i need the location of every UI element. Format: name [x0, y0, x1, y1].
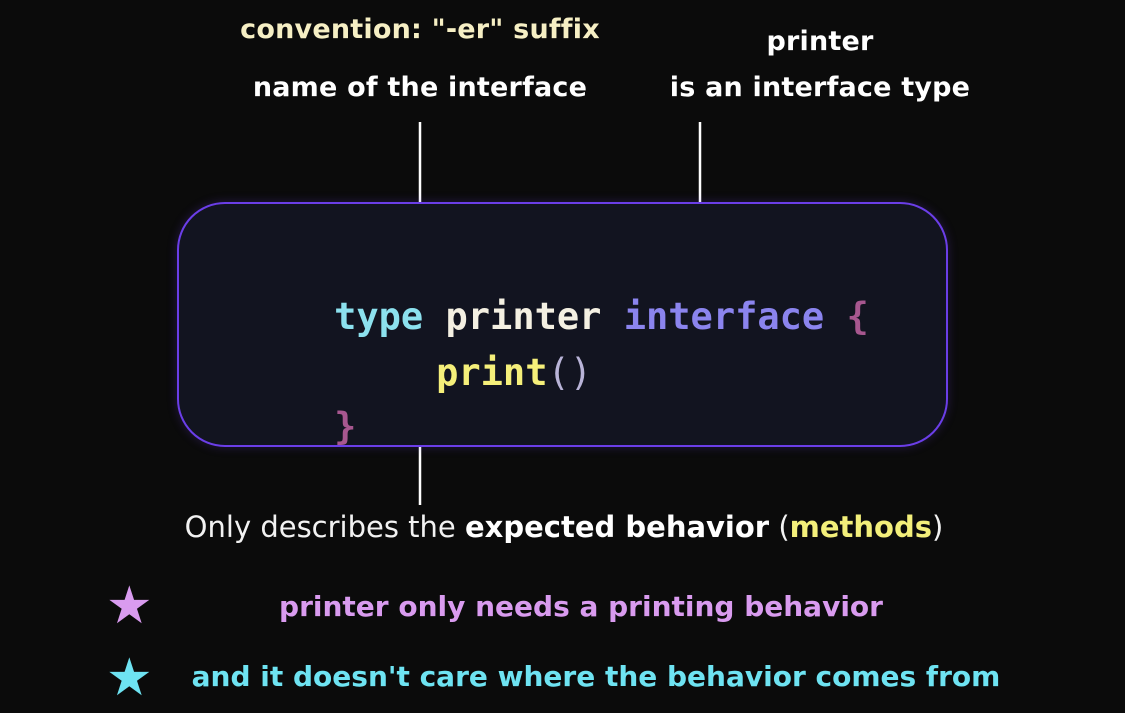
bullet-text-1: printer only needs a printing behavior: [279, 590, 883, 623]
method-parens: (): [547, 351, 593, 394]
keyword-type: type: [334, 295, 424, 338]
close-brace: }: [334, 405, 357, 448]
code-line-declaration: type printer interface {: [245, 252, 869, 381]
bullet-text-2: and it doesn't care where the behavior c…: [191, 660, 1001, 693]
keyword-interface: interface: [623, 295, 825, 338]
interface-identifier: printer: [445, 295, 602, 338]
description-open: (: [769, 510, 790, 544]
description-close: ): [931, 510, 944, 544]
description-line: Only describes the expected behavior (me…: [185, 510, 944, 544]
method-name: print: [436, 351, 548, 394]
code-line-method: print(): [347, 308, 592, 437]
annotation-printer: printer: [766, 26, 874, 57]
annotation-interface-type: is an interface type: [669, 72, 971, 103]
star-icon: ★: [106, 648, 153, 708]
description-emphasis: expected behavior: [465, 510, 770, 544]
code-line-close: }: [245, 362, 356, 491]
annotation-convention: convention: "-er" suffix: [240, 14, 600, 45]
description-prefix: Only describes the: [184, 510, 466, 544]
star-icon: ★: [106, 576, 153, 636]
open-brace: {: [846, 295, 869, 338]
annotation-interface-name: name of the interface: [252, 72, 588, 103]
code-block: type printer interface { print() }: [177, 202, 948, 448]
description-highlight: methods: [789, 510, 932, 544]
